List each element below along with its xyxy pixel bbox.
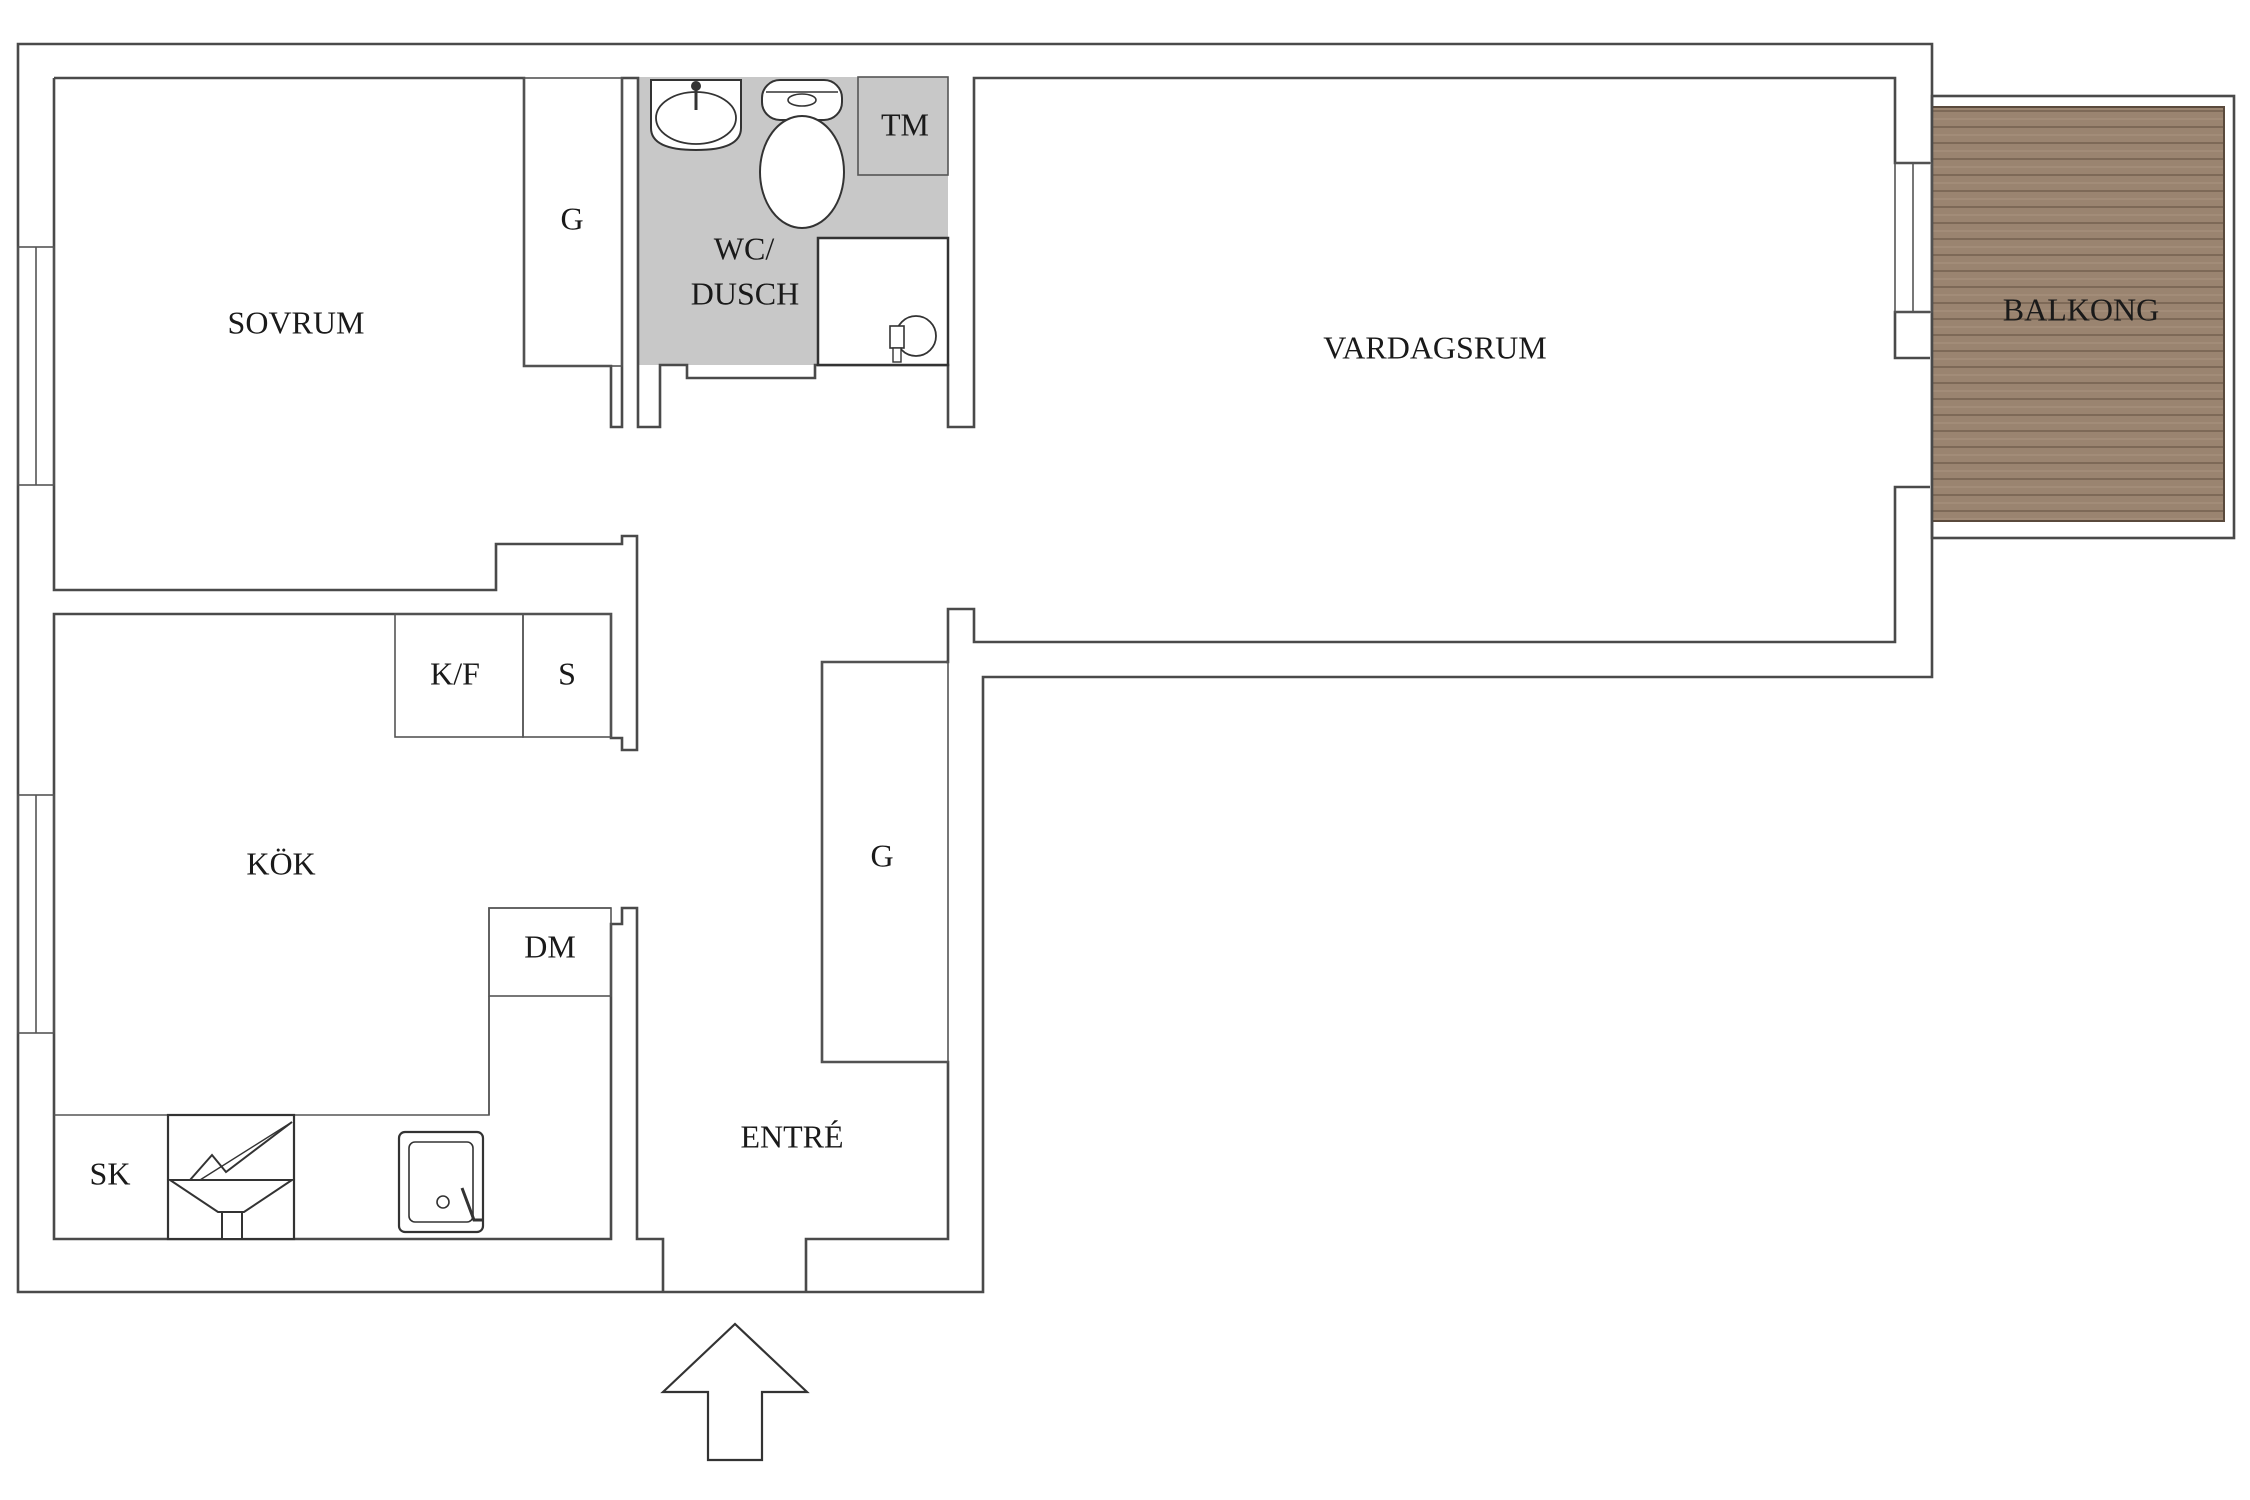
room-label-wc: WC/ (714, 230, 775, 266)
wardrobe-entre (821, 661, 949, 1063)
room-label-balkong: BALKONG (2003, 291, 2159, 327)
room-label-entre: ENTRÉ (740, 1118, 843, 1154)
dishwasher (488, 907, 612, 997)
label-kyl-frys: K/F (430, 655, 480, 691)
balcony (1930, 94, 2236, 540)
label-garderob-sovrum: G (560, 200, 583, 236)
label-spis: SK (90, 1155, 131, 1191)
entrance-arrow-icon (660, 1322, 810, 1462)
room-label-kok: KÖK (246, 845, 315, 881)
room-label-dusch: DUSCH (691, 275, 799, 311)
label-skap: S (558, 655, 576, 691)
wash-basin-icon (650, 79, 742, 152)
label-diskmaskin: DM (524, 928, 576, 964)
windows (17, 162, 1933, 1034)
room-label-sovrum: SOVRUM (228, 304, 365, 340)
shower-icon (816, 236, 950, 367)
washing-machine-box (857, 76, 949, 176)
cabinet-s (522, 613, 612, 738)
label-garderob-entre: G (870, 837, 893, 873)
toilet-icon (759, 79, 845, 229)
room-label-vardagsrum: VARDAGSRUM (1323, 329, 1546, 365)
wardrobe-sovrum (523, 77, 623, 367)
stove-hood-icon (166, 1113, 296, 1241)
kitchen-sink-icon (397, 1130, 485, 1234)
outer-walls (16, 42, 1934, 1294)
label-tvattmaskin: TM (881, 106, 929, 142)
